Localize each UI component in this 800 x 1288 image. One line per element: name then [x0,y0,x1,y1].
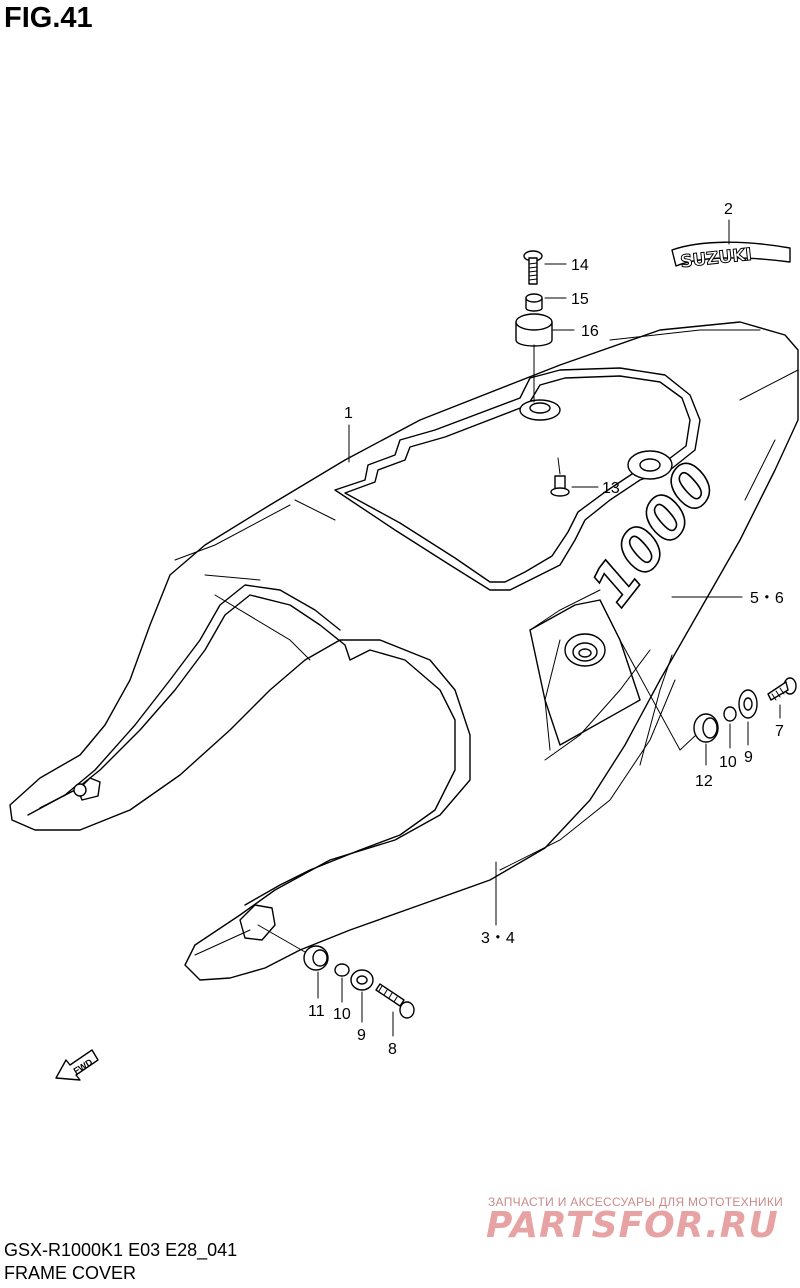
watermark-subtitle: ЗАПЧАСТИ И АКСЕССУАРЫ ДЛЯ МОТОТЕХНИКИ [488,1195,784,1209]
grommet-11 [303,945,329,971]
callout-13: 13 [602,480,620,497]
callout-1: 1 [344,405,353,422]
callout-9-left: 9 [357,1027,366,1044]
grommet-12 [693,713,719,743]
bolt-8 [375,983,415,1019]
model-code: GSX-R1000K1 E03 E28_041 [4,1240,238,1260]
fwd-arrow-icon: FWD [55,1049,99,1081]
leader-lines [317,219,781,1037]
nut-15 [525,293,543,312]
callout-10-right: 10 [719,754,737,771]
suzuki-emblem: SUZUKI [671,241,791,273]
callout-9-right: 9 [744,749,753,766]
collar-10-left [334,963,350,977]
callout-5-6: 5・6 [750,590,784,607]
collar-10-right [723,706,737,722]
washer-9-left [350,969,374,991]
frame-cover-body [9,321,799,981]
section-name: FRAME COVER [4,1263,137,1283]
callout-12: 12 [695,773,713,790]
callout-16: 16 [581,323,599,340]
washer-9-right [738,689,758,719]
callout-2: 2 [724,201,733,218]
callout-14: 14 [571,257,589,274]
clip-13 [550,457,570,497]
callout-7: 7 [775,723,784,740]
callout-15: 15 [571,291,589,308]
callout-10-left: 10 [333,1006,351,1023]
grommet-16 [515,313,553,347]
callout-3-4: 3・4 [481,930,515,947]
figure-title: FIG.41 [4,2,93,34]
callout-8: 8 [388,1041,397,1058]
bolt-14 [523,250,543,285]
side-grommet [564,633,606,667]
bolt-7 [767,677,797,701]
watermark-logo: PARTSFOR.RU [486,1205,779,1246]
callout-11: 11 [308,1003,325,1020]
